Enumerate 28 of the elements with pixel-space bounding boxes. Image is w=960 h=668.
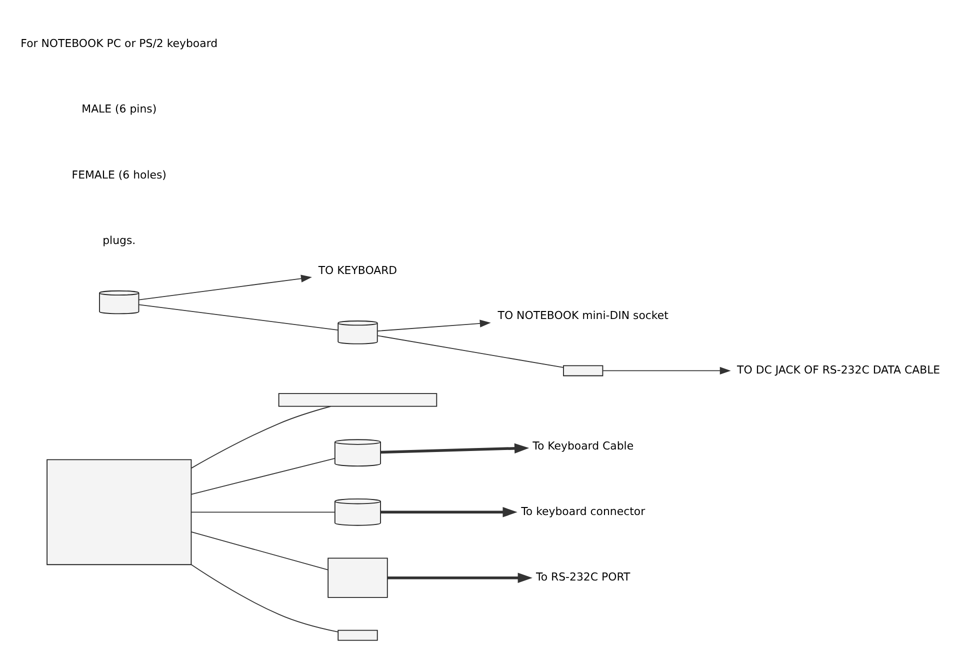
connector <box>190 512 336 513</box>
arrow <box>602 366 731 375</box>
connector <box>191 406 332 468</box>
connector <box>190 532 328 570</box>
arrow <box>380 443 530 454</box>
node-text: TO KEYBOARD <box>318 264 398 278</box>
node-box <box>46 459 192 566</box>
arrow <box>377 320 491 332</box>
node-text: To RS-232C PORT <box>536 570 630 584</box>
node-text: To Keyboard Cable <box>532 439 634 452</box>
arrow <box>380 507 518 518</box>
node-text: TO DC JACK OF RS-232C DATA CABLE <box>737 364 940 377</box>
connector <box>377 335 564 368</box>
label: For NOTEBOOK PC or PS/2 keyboard <box>20 36 218 50</box>
connector <box>190 458 336 495</box>
label: plugs. <box>102 234 136 247</box>
arrow <box>387 572 532 583</box>
node-text: TO NOTEBOOK mini-DIN socket <box>498 308 668 322</box>
connector <box>138 304 339 330</box>
node-text: To keyboard connector <box>521 504 646 518</box>
arrow <box>138 274 312 300</box>
node-bar <box>278 393 438 407</box>
node-bar <box>563 365 604 376</box>
label: FEMALE (6 holes) <box>72 168 166 182</box>
connector <box>190 564 338 632</box>
node-box <box>328 558 388 598</box>
label: MALE (6 pins) <box>82 102 157 116</box>
node-bar <box>338 630 378 641</box>
